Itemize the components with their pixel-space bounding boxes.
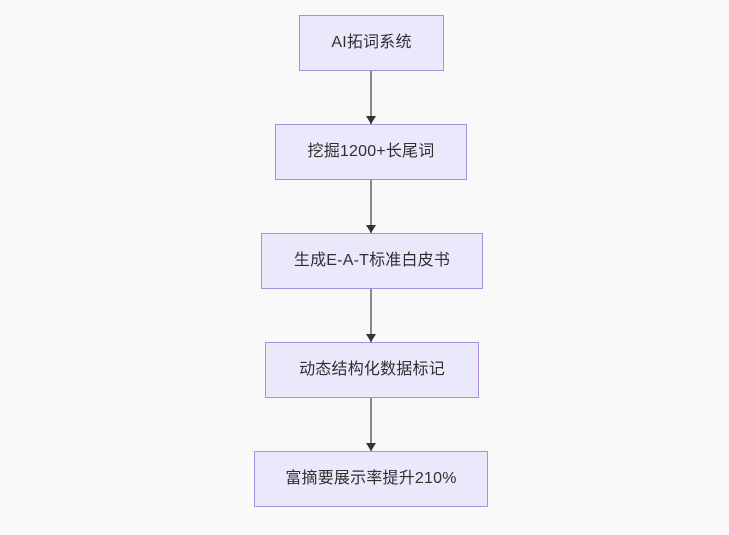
flow-node-ai-keyword-system[interactable]: AI拓词系统: [299, 15, 444, 71]
flow-node-label: 挖掘1200+长尾词: [307, 143, 435, 161]
flow-node-label: 动态结构化数据标记: [299, 361, 445, 379]
arrowhead-icon: [366, 443, 376, 451]
flow-node-label: 生成E-A-T标准白皮书: [293, 252, 451, 270]
flow-node-label: AI拓词系统: [331, 34, 412, 52]
edge-line: [370, 289, 372, 342]
arrowhead-icon: [366, 225, 376, 233]
flow-node-mine-longtail-keywords[interactable]: 挖掘1200+长尾词: [275, 124, 467, 180]
flow-node-rich-snippet-rate-increase[interactable]: 富摘要展示率提升210%: [254, 451, 488, 507]
edge-line: [370, 180, 372, 233]
arrowhead-icon: [366, 334, 376, 342]
arrowhead-icon: [366, 116, 376, 124]
edge-line: [370, 71, 372, 124]
flow-node-label: 富摘要展示率提升210%: [285, 470, 457, 488]
flow-node-dynamic-structured-data-markup[interactable]: 动态结构化数据标记: [265, 342, 479, 398]
edge-line: [370, 398, 372, 451]
flow-node-generate-eat-whitepaper[interactable]: 生成E-A-T标准白皮书: [261, 233, 483, 289]
